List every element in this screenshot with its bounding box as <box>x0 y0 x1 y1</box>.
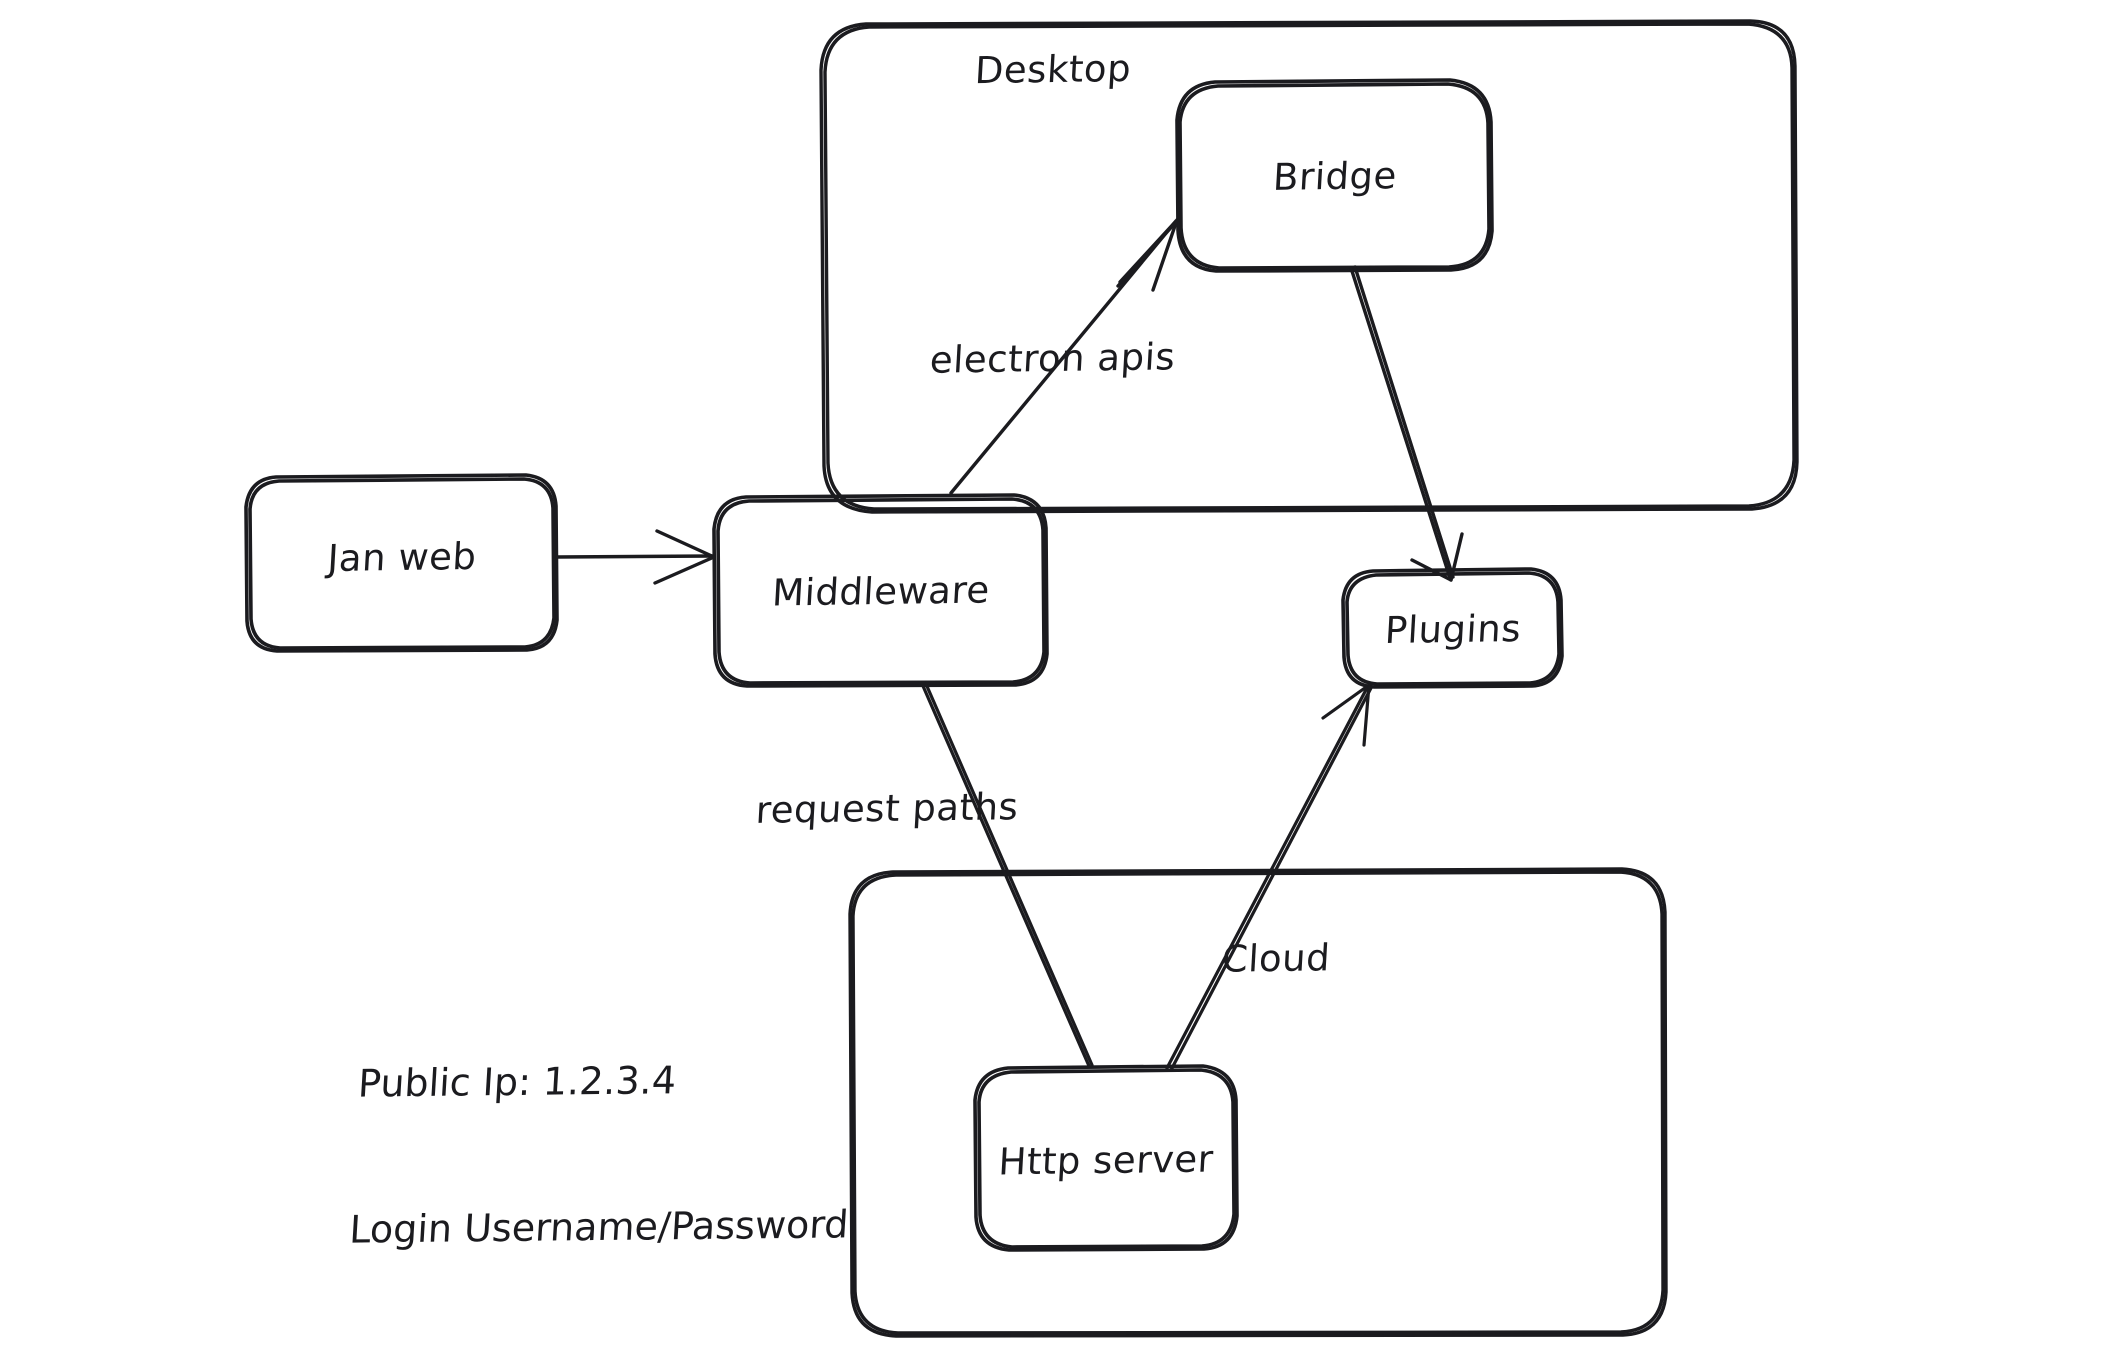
edge-http-server-to-plugins <box>1165 683 1373 1072</box>
node-label-middleware[interactable]: Middleware <box>771 568 991 615</box>
node-label-plugins[interactable]: Plugins <box>1383 607 1523 652</box>
edge-label-request-paths: request paths <box>754 785 1020 832</box>
node-middleware-outline <box>712 493 1049 688</box>
note-public-ip: Public Ip: 1.2.3.4 Login Username/Passwo… <box>342 957 864 1351</box>
node-label-http-server[interactable]: Http server <box>997 1137 1215 1184</box>
edge-label-cloud: Cloud <box>1220 936 1332 981</box>
node-bridge-outline <box>1175 78 1494 273</box>
group-desktop-outline <box>819 19 1799 514</box>
edge-label-electron-apis: electron apis <box>928 335 1177 382</box>
group-label-desktop: Desktop <box>973 46 1133 93</box>
edge-middleware-to-http-server <box>921 682 1094 1068</box>
note-public-ip-line2: Login Username/Password <box>348 1202 850 1252</box>
note-public-ip-line1: Public Ip: 1.2.3.4 <box>356 1058 678 1106</box>
edge-middleware-to-bridge <box>949 218 1179 495</box>
node-http-server-outline <box>973 1064 1239 1252</box>
node-label-bridge[interactable]: Bridge <box>1271 154 1399 199</box>
node-plugins-outline <box>1341 567 1564 689</box>
node-jan-web-outline <box>244 473 559 653</box>
edge-jan-web-to-middleware <box>555 529 716 585</box>
edge-bridge-to-plugins <box>1349 265 1464 582</box>
node-label-jan-web[interactable]: Jan web <box>326 534 478 581</box>
group-cloud-outline <box>848 867 1668 1338</box>
